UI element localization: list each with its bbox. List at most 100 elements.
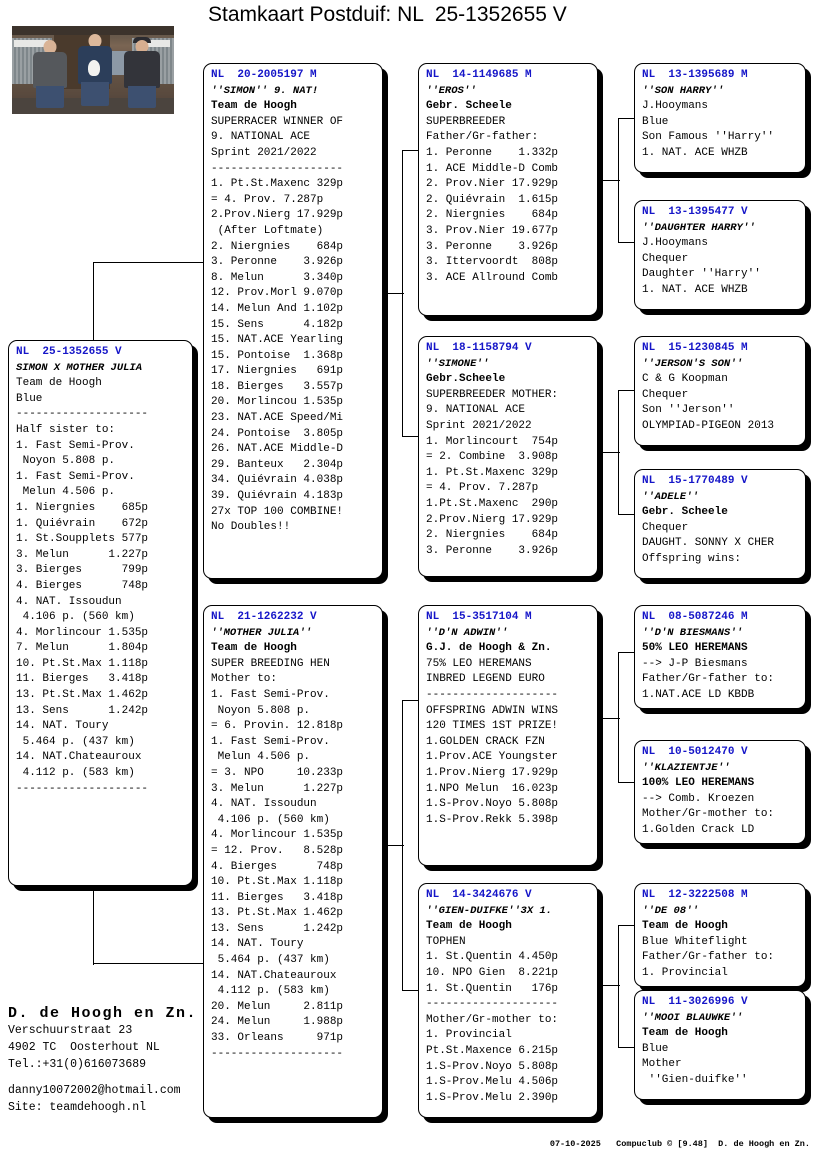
detail-line: --------------------: [426, 688, 559, 701]
pigeon-nickname: ''SIMON'' 9. NAT!: [211, 84, 319, 97]
breeder-lines: G.J. de Hoogh & Zn.: [426, 641, 591, 657]
detail-line: 15. NAT.ACE Yearling: [211, 334, 344, 347]
card-grandmother-paternal[interactable]: NL 18-1158794 V ''SIMONE'' Gebr.Scheele …: [418, 336, 598, 577]
card-grandfather-maternal[interactable]: NL 15-3517104 M ''D'N ADWIN'' G.J. de Ho…: [418, 605, 598, 866]
pigeon-nickname: ''GIEN-DUIFKE''3X 1.: [426, 904, 553, 917]
detail-line: 4. Morlincour 1.535p: [211, 829, 344, 842]
detail-line: 4. Bierges 748p: [211, 860, 344, 873]
ring-number: NL 08-5087246 M: [642, 611, 748, 623]
detail-line: J.Hooymans: [642, 237, 709, 250]
card-grandfather-paternal[interactable]: NL 14-1149685 M ''EROS'' Gebr. Scheele S…: [418, 63, 598, 316]
detail-line: 7. Melun 1.804p: [16, 642, 149, 655]
detail-line: 4. Morlincour 1.535p: [16, 626, 149, 639]
breeder-lines: 100% LEO HEREMANS: [642, 776, 799, 792]
detail-line: 2. Quiévrain 1.615p: [426, 193, 559, 206]
detail-line: 10. NPO Gien 8.221p: [426, 966, 559, 979]
detail-line: 4. Bierges 748p: [16, 579, 149, 592]
connector-ff-to-ffm: [618, 242, 634, 244]
detail-line: 1. Morlincourt 754p: [426, 435, 559, 448]
card-great-grandparent-1[interactable]: NL 13-1395689 M ''SON HARRY'' J.Hooymans…: [634, 63, 806, 173]
detail-line: 4.112 p. (583 km): [211, 985, 330, 998]
breeder-line: Gebr.Scheele: [426, 373, 506, 386]
card-great-grandparent-5[interactable]: NL 08-5087246 M ''D'N BIESMANS'' 50% LEO…: [634, 605, 806, 709]
detail-line: = 2. Combine 3.908p: [426, 451, 559, 464]
detail-line: 1.GOLDEN CRACK FZN: [426, 735, 545, 748]
detail-line: 3. Peronne 3.926p: [211, 256, 344, 269]
pigeon-nickname: ''D'N BIESMANS'': [642, 626, 743, 639]
detail-line: 17. Niergnies 691p: [211, 365, 344, 378]
card-great-grandparent-3[interactable]: NL 15-1230845 M ''JERSON'S SON'' C & G K…: [634, 336, 806, 446]
detail-line: Chequer: [642, 388, 689, 401]
detail-line: Father/Gr-father to:: [642, 673, 775, 686]
detail-line: 26. NAT.ACE Middle-D: [211, 443, 344, 456]
connector-father-to-fm: [402, 436, 418, 438]
detail-line: Mother/Gr-mother to:: [642, 808, 775, 821]
detail-line: Daughter ''Harry'': [642, 268, 761, 281]
detail-line: 4.106 p. (560 km): [16, 611, 135, 624]
owner-block: D. de Hoogh en Zn. Verschuurstraat 23 49…: [8, 1005, 208, 1116]
detail-line: Father/Gr-father:: [426, 131, 539, 144]
breeder-line: Gebr. Scheele: [426, 100, 512, 113]
card-great-grandparent-6[interactable]: NL 10-5012470 V ''KLAZIENTJE'' 100% LEO …: [634, 740, 806, 844]
detail-line: = 4. Prov. 7.287p: [426, 482, 539, 495]
detail-line: 3. Melun 1.227p: [16, 548, 149, 561]
card-great-grandparent-8[interactable]: NL 11-3026996 V ''MOOI BLAUWKE'' Team de…: [634, 990, 806, 1100]
detail-line: 4.112 p. (583 km): [16, 767, 135, 780]
detail-line: Offspring wins:: [642, 552, 742, 565]
detail-line: 14. NAT. Toury: [16, 720, 109, 733]
photo-pigeon: [88, 60, 100, 76]
detail-line: Chequer: [642, 521, 689, 534]
detail-line: 8. Melun 3.340p: [211, 271, 344, 284]
connector-mf-to-mfm: [618, 782, 634, 784]
detail-line: 13. Pt.St.Max 1.462p: [16, 689, 149, 702]
photo-person-middle: [74, 34, 116, 108]
card-subject-pigeon[interactable]: NL 25-1352655 V SIMON X MOTHER JULIA Tea…: [8, 340, 193, 886]
detail-line: 15. Sens 4.182p: [211, 318, 344, 331]
connector-fm-in: [602, 452, 620, 454]
detail-line: C & G Koopman: [642, 373, 728, 386]
detail-line: Sprint 2021/2022: [211, 146, 317, 159]
connector-ff-in: [602, 180, 620, 182]
owner-name: D. de Hoogh en Zn.: [8, 1005, 198, 1022]
detail-line: 1. Provincial: [642, 966, 728, 979]
card-father[interactable]: NL 20-2005197 M ''SIMON'' 9. NAT! Team d…: [203, 63, 383, 579]
owner-spacer: [8, 1073, 208, 1082]
connector-father-in: [386, 293, 404, 295]
card-great-grandparent-2[interactable]: NL 13-1395477 V ''DAUGHTER HARRY'' J.Hoo…: [634, 200, 806, 310]
footer-credit: 07-10-2025 Compuclub © [9.48] D. de Hoog…: [549, 1139, 810, 1149]
detail-line: 1. Pt.St.Maxenc 329p: [426, 466, 559, 479]
detail-line: 2.Prov.Nierg 17.929p: [211, 209, 344, 222]
detail-line: 1. Quiévrain 672p: [16, 517, 149, 530]
photo-awning-right: [136, 40, 170, 47]
connector-mf-in: [602, 718, 620, 720]
detail-line: 1. ACE Middle-D Comb: [426, 162, 559, 175]
detail-line: 1.NAT.ACE LD KBDB: [642, 688, 755, 701]
detail-line: J.Hooymans: [642, 100, 709, 113]
connector-mm-to-mmm: [618, 1047, 634, 1049]
card-great-grandparent-7[interactable]: NL 12-3222508 M ''DE 08'' Team de Hoogh …: [634, 883, 806, 987]
detail-line: 5.464 p. (437 km): [16, 735, 135, 748]
detail-line: 9. NATIONAL ACE: [426, 404, 526, 417]
detail-line: 1.Prov.Nierg 17.929p: [426, 766, 559, 779]
ring-number: NL 13-1395689 M: [642, 69, 748, 81]
detail-line: 2. Niergnies 684p: [426, 209, 559, 222]
card-great-grandparent-4[interactable]: NL 15-1770489 V ''ADELE'' Gebr. Scheele …: [634, 469, 806, 579]
ring-number: NL 25-1352655 V: [16, 346, 122, 358]
detail-line: INBRED LEGEND EURO: [426, 673, 545, 686]
detail-line: 1. Pt.St.Maxenc 329p: [211, 178, 344, 191]
detail-line: = 6. Provin. 12.818p: [211, 720, 344, 733]
breeder-lines: Team de Hoogh: [211, 99, 376, 115]
detail-line: = 3. NPO 10.233p: [211, 766, 344, 779]
photo-awning-left: [14, 40, 48, 47]
card-grandmother-maternal[interactable]: NL 14-3424676 V ''GIEN-DUIFKE''3X 1. Tea…: [418, 883, 598, 1118]
detail-line: 24. Melun 1.988p: [211, 1016, 344, 1029]
card-mother[interactable]: NL 21-1262232 V ''MOTHER JULIA'' Team de…: [203, 605, 383, 1118]
detail-line: 2. Prov.Nier 17.929p: [426, 178, 559, 191]
detail-line: Noyon 5.808 p.: [211, 704, 311, 717]
